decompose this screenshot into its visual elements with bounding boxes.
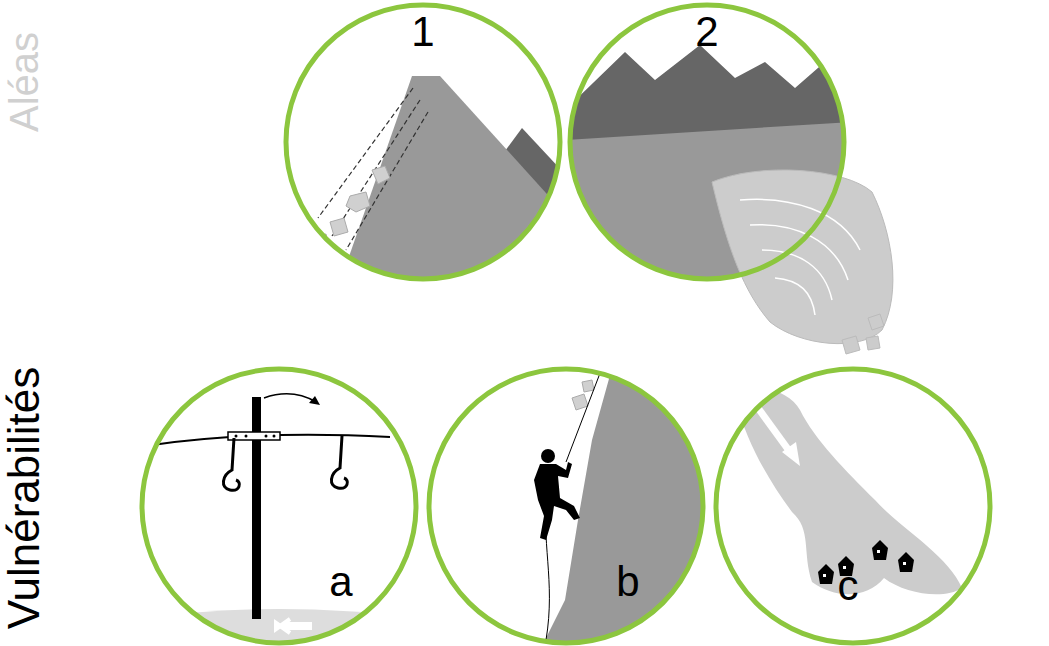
climber-scene: [534, 362, 712, 646]
vulnerability-circle: c: [713, 366, 993, 646]
vulnerability-circle: a: [139, 366, 419, 646]
circle-outline: [570, 5, 844, 279]
pylon-scene: [130, 394, 430, 646]
section-label: Aléas: [4, 32, 44, 132]
landslide-mass: [712, 170, 893, 354]
debris-flow-scene: [735, 388, 962, 594]
circle-outline: [426, 366, 706, 646]
circle-outline: [139, 366, 419, 646]
circle-outline: [286, 5, 560, 279]
circle-outline: [429, 369, 703, 643]
callout-number: 1: [411, 11, 434, 53]
hazard-circle: 2: [567, 2, 847, 282]
vulnerability-circle: b: [426, 366, 706, 646]
callout-number: b: [616, 561, 639, 603]
rockfall-scene: [316, 76, 575, 300]
callout-number: 2: [695, 11, 718, 53]
section-label: Vulnérabilités: [2, 367, 46, 630]
callout-number: c: [838, 565, 859, 607]
circle-outline: [716, 369, 990, 643]
circle-outline: [142, 369, 416, 643]
callout-number: a: [329, 561, 352, 603]
hazard-circle: 1: [283, 2, 563, 282]
